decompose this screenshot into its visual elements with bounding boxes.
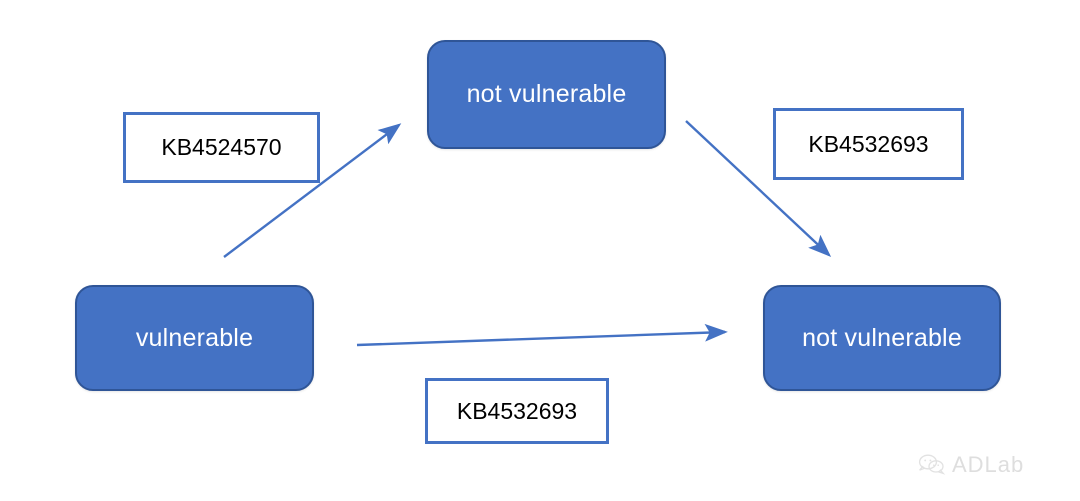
edge-label-kb4524570[interactable]: KB4524570 <box>123 112 320 183</box>
edge-label-kb4532693-upper[interactable]: KB4532693 <box>773 108 964 180</box>
node-vulnerable[interactable]: vulnerable <box>75 285 314 391</box>
node-not-vulnerable-right[interactable]: not vulnerable <box>763 285 1001 391</box>
node-label: not vulnerable <box>802 323 962 352</box>
edge-label-text: KB4532693 <box>456 397 578 424</box>
watermark: ADLab <box>918 452 1024 478</box>
edge-label-text: KB4524570 <box>161 134 282 160</box>
node-label: vulnerable <box>135 323 254 352</box>
edge-label-text: KB4532693 <box>808 130 929 157</box>
arrow-vulnerable-to-right <box>356 323 728 347</box>
node-label: not vulnerable <box>466 80 627 108</box>
watermark-text: ADLab <box>952 452 1025 477</box>
node-not-vulnerable-top[interactable]: not vulnerable <box>427 40 666 149</box>
edge-label-kb4532693-bottom[interactable]: KB4532693 <box>425 378 609 444</box>
wechat-bubble-icon <box>918 454 946 475</box>
